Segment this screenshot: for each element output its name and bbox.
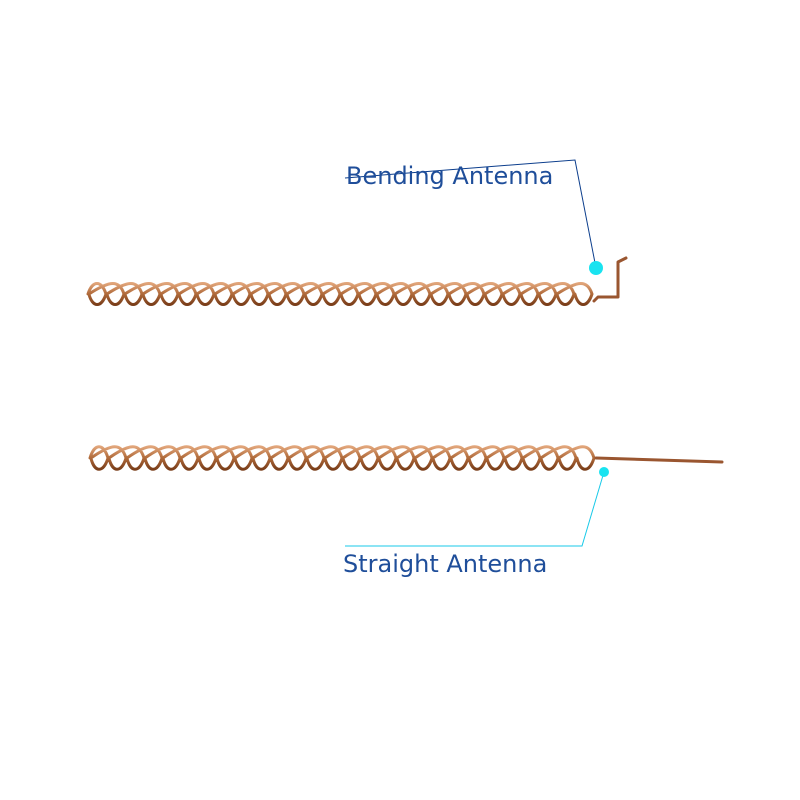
bending-callout: Bending Antenna [344, 159, 603, 275]
straight-callout: Straight Antenna [343, 467, 609, 578]
bending-antenna-tail [592, 256, 628, 303]
straight-antenna-tail [594, 456, 724, 464]
bending-antenna-coil [86, 282, 594, 306]
straight-marker-dot [599, 467, 609, 477]
straight-callout-line [345, 471, 605, 547]
straight-antenna [88, 445, 724, 471]
bending-callout-line [344, 159, 597, 269]
straight-antenna-coil [88, 445, 596, 471]
bending-antenna [86, 256, 628, 306]
straight-antenna-label: Straight Antenna [343, 550, 547, 578]
bending-marker-dot [589, 261, 603, 275]
bending-antenna-label: Bending Antenna [346, 162, 553, 190]
